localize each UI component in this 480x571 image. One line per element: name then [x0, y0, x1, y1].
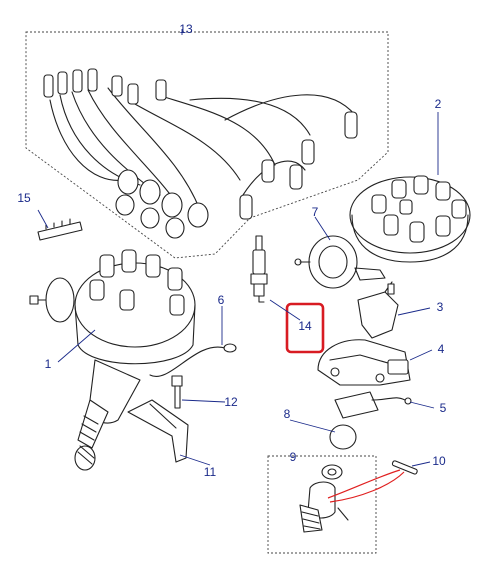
- distributor-cap: [349, 175, 471, 263]
- callout-15: 15: [17, 191, 31, 205]
- callout-8: 8: [284, 407, 291, 421]
- callout-14-highlight-box: [285, 302, 325, 354]
- distributor-body: [29, 249, 196, 471]
- spark-plug: [250, 235, 268, 303]
- callout-10: 10: [432, 454, 446, 468]
- lead-clip: [37, 218, 83, 241]
- callout-6: 6: [218, 293, 225, 307]
- callout-12: 12: [224, 395, 238, 409]
- callout-7: 7: [312, 205, 319, 219]
- low-tension-lead: [149, 343, 237, 377]
- leader-lines: [37, 29, 439, 467]
- vacuum-unit: [294, 235, 386, 289]
- callout-2: 2: [435, 97, 442, 111]
- condenser: [334, 391, 412, 419]
- ht-lead-set-group: [25, 31, 389, 259]
- rotor-arm: [357, 281, 399, 339]
- callout-3: 3: [437, 300, 444, 314]
- clamp-plate: [127, 399, 189, 463]
- bolt: [171, 375, 183, 409]
- callout-14: 14: [298, 319, 312, 333]
- callout-1: 1: [45, 357, 52, 371]
- drive-gear-group: [267, 455, 418, 554]
- callout-9: 9: [290, 450, 297, 464]
- callout-11: 11: [204, 465, 217, 479]
- callout-13: 13: [179, 22, 193, 36]
- felt-washer: [329, 424, 357, 450]
- contact-set: [317, 339, 411, 386]
- callout-4: 4: [438, 342, 445, 356]
- callout-5: 5: [440, 401, 447, 415]
